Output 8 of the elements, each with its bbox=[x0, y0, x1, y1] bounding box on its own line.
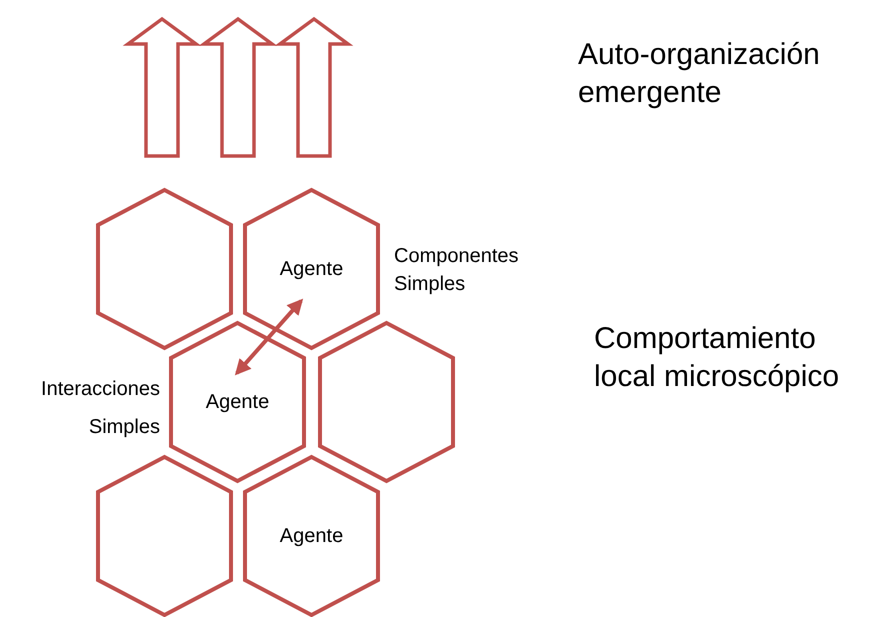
agent-label: Agente bbox=[278, 524, 344, 548]
annotation-text: Interacciones Simples bbox=[40, 377, 160, 440]
agent-label: Agente bbox=[204, 390, 270, 414]
double-arrow bbox=[234, 298, 304, 376]
agent-label: Agente bbox=[278, 257, 344, 281]
annotation-heading: Auto-organización emergente bbox=[578, 37, 821, 111]
annotation-heading: Comportamiento local microscópico bbox=[594, 321, 840, 395]
annotation-text: Componentes Simples bbox=[394, 244, 520, 297]
